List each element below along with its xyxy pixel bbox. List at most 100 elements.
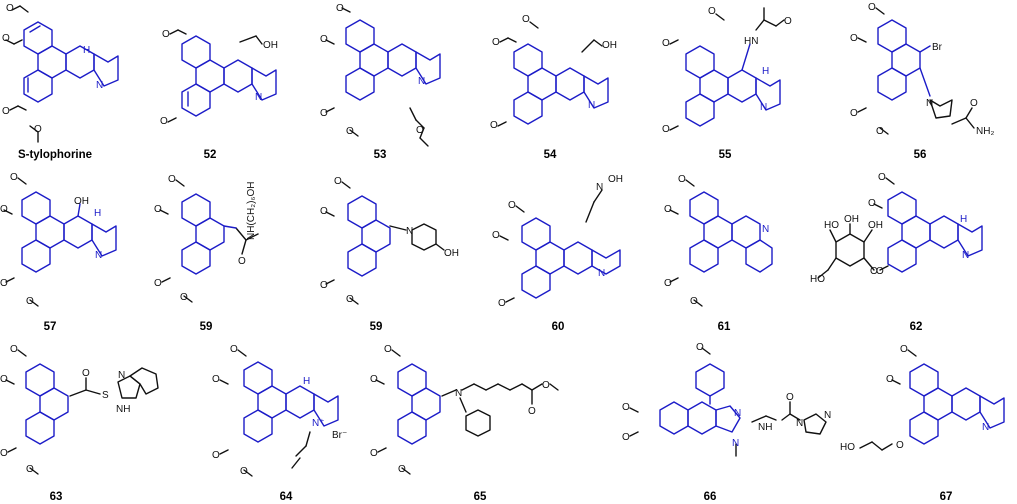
compound-label: 52 <box>204 149 217 161</box>
atom-o: O <box>508 200 516 211</box>
compound-label: 54 <box>544 149 557 161</box>
atom-o: O <box>398 464 406 475</box>
atom-o: O <box>870 266 878 277</box>
atom-o: O <box>320 206 328 217</box>
compound-label: 55 <box>719 149 732 161</box>
atom-o: O <box>786 392 794 403</box>
atom-s: S <box>102 390 109 401</box>
atom-o: O <box>10 344 18 355</box>
atom-o: O <box>868 2 876 13</box>
atom-o: O <box>662 38 670 49</box>
compound-label: 62 <box>910 321 923 333</box>
atom-n: N <box>734 408 741 419</box>
atom-nh: NH <box>116 404 130 415</box>
atom-o: O <box>180 292 188 303</box>
atom-n: N <box>732 438 739 449</box>
atom-n: N <box>96 80 103 91</box>
atom-n: N <box>962 250 969 261</box>
atom-o: O <box>896 440 904 451</box>
compound-label: 66 <box>704 491 717 503</box>
molecule-59-piperidine: N OH O O O O 59 <box>320 176 459 333</box>
atom-h: H <box>960 214 967 225</box>
molecule-60: N OH N O O O 60 <box>492 174 623 333</box>
compound-label: 63 <box>50 491 63 503</box>
atom-o: O <box>26 296 34 307</box>
atom-n: N <box>926 98 933 109</box>
atom-br: Br <box>932 42 943 53</box>
atom-o: O <box>0 204 8 215</box>
atom-o: O <box>334 176 342 187</box>
atom-o: O <box>492 230 500 241</box>
molecule-55: HN O H N O O O 55 <box>662 6 792 161</box>
atom-o: O <box>320 108 328 119</box>
atom-oh: OH <box>608 174 623 185</box>
molecule-54: OH N O O O 54 <box>490 14 617 161</box>
atom-o: O <box>492 37 500 48</box>
atom-nh: NH <box>758 422 772 433</box>
atom-n: N <box>588 100 595 111</box>
atom-o: O <box>876 266 884 277</box>
molecule-66: O O O N N NH O N N 66 <box>622 342 831 503</box>
atom-o: O <box>320 280 328 291</box>
molecule-53: N O O O O O 53 <box>320 3 441 161</box>
atom-o: O <box>498 298 506 309</box>
atom-o: O <box>868 198 876 209</box>
atom-hn: HN <box>744 36 758 47</box>
atom-n: N <box>406 226 413 237</box>
atom-o: O <box>528 406 536 417</box>
atom-h: H <box>83 45 90 56</box>
atom-o: O <box>6 3 14 14</box>
atom-n: N <box>418 76 425 87</box>
atom-o: O <box>690 296 698 307</box>
compound-label: 56 <box>914 149 927 161</box>
atom-o: O <box>876 126 884 137</box>
atom-o: O <box>82 368 90 379</box>
atom-nh2: NH₂ <box>976 126 994 137</box>
atom-o: O <box>784 16 792 27</box>
atom-o: O <box>154 204 162 215</box>
atom-o: O <box>900 344 908 355</box>
compound-label: 61 <box>718 321 731 333</box>
molecule-52: OH N O O 52 <box>160 29 278 161</box>
atom-o: O <box>370 374 378 385</box>
atom-o: O <box>384 344 392 355</box>
atom-o: O <box>160 116 168 127</box>
atom-oh: OH <box>844 214 859 225</box>
atom-o: O <box>240 466 248 477</box>
atom-oh: OH <box>263 40 278 51</box>
molecule-56: Br N O NH₂ O O O O 56 <box>850 2 994 161</box>
atom-n: N <box>762 224 769 235</box>
atom-o: O <box>212 374 220 385</box>
atom-n: N <box>824 410 831 421</box>
atom-o: O <box>0 448 8 459</box>
molecule-57: OH H N O O O O 57 <box>0 172 117 333</box>
atom-o: O <box>370 448 378 459</box>
compound-label: 59 <box>370 321 383 333</box>
compound-label: 65 <box>474 491 487 503</box>
atom-oh: OH <box>602 40 617 51</box>
atom-o: O <box>542 380 550 391</box>
atom-o: O <box>664 204 672 215</box>
atom-n: N <box>598 268 605 279</box>
compound-label: 57 <box>44 321 57 333</box>
molecule-67: HO O N O O 67 <box>840 344 1005 503</box>
atom-o: O <box>622 432 630 443</box>
atom-o: O <box>664 278 672 289</box>
atom-o: O <box>162 29 170 40</box>
compound-label: 59 <box>200 321 213 333</box>
atom-o: O <box>212 450 220 461</box>
atom-h: H <box>303 376 310 387</box>
molecule-s-tylophorine: H N O O O O S-tylophorine <box>2 3 119 161</box>
atom-n: N <box>796 418 803 429</box>
atom-h: H <box>94 208 101 219</box>
atom-n: N <box>255 92 262 103</box>
atom-o: O <box>230 344 238 355</box>
atom-o: O <box>662 124 670 135</box>
atom-n: N <box>455 388 462 399</box>
atom-o: O <box>0 278 8 289</box>
atom-n-plus: N⁺ <box>312 418 325 429</box>
atom-ho: HO <box>824 220 839 231</box>
atom-o: O <box>2 33 10 44</box>
molecule-63: O S N NH O O O O 63 <box>0 344 159 503</box>
